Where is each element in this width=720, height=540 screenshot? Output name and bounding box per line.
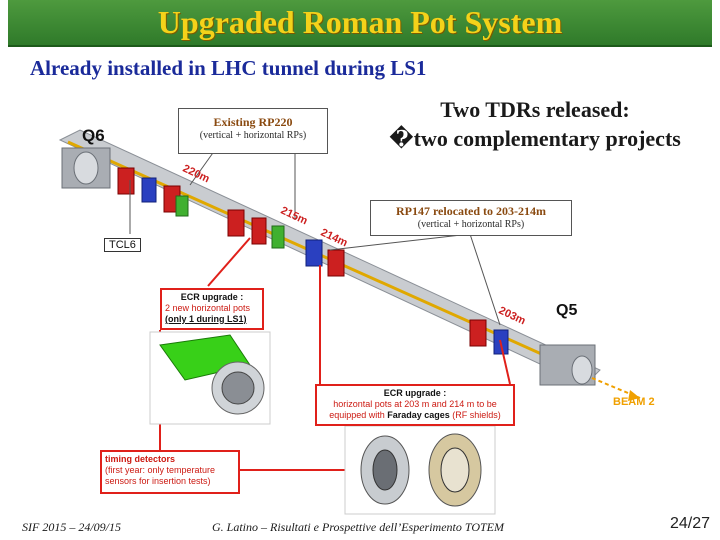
ecr1-title: ECR upgrade : xyxy=(180,292,244,302)
tdr-line-1: Two TDRs released: xyxy=(440,97,630,122)
timing-title: timing detectors xyxy=(105,454,176,464)
ecr1-line-2: 2 new horizontal pots xyxy=(165,302,251,313)
rp147-note: (vertical + horizontal RPs) xyxy=(417,219,525,230)
rp-model-image xyxy=(149,331,271,425)
rp147-label-box: RP147 relocated to 203-214m (vertical + … xyxy=(370,200,572,236)
slide-title: Upgraded Roman Pot System xyxy=(157,4,563,40)
rp-station-215 xyxy=(227,209,285,249)
rp220-label-box: Existing RP220 (vertical + horizontal RP… xyxy=(178,108,328,154)
ecr2-line-3a: equipped with xyxy=(329,409,388,420)
faraday-cage-images xyxy=(344,425,496,515)
ecr2-faraday: Faraday cages xyxy=(387,409,450,420)
ecr-upgrade-callout-1: ECR upgrade : 2 new horizontal pots (onl… xyxy=(160,288,264,330)
tdr-line-2: �two complementary projects xyxy=(389,125,681,151)
q6-magnet xyxy=(61,147,111,189)
rp220-title: Existing RP220 xyxy=(213,115,293,129)
timing-line-2: (first year: only temperature xyxy=(105,464,216,475)
ecr1-line-3: (only 1 during LS1) xyxy=(165,313,247,324)
tdr-announcement: Two TDRs released: �two complementary pr… xyxy=(360,96,710,153)
ecr-upgrade-callout-2: ECR upgrade : horizontal pots at 203 m a… xyxy=(315,384,515,426)
footer-author: G. Latino – Risultati e Prospettive dell… xyxy=(212,520,504,534)
ecr2-line-3: equipped with Faraday cages (RF shields) xyxy=(320,410,510,421)
rp220-note: (vertical + horizontal RPs) xyxy=(199,130,307,141)
page-number: 24/27 xyxy=(669,515,710,532)
timing-line-3: sensors for insertion tests) xyxy=(105,475,211,486)
slide-subtitle: Already installed in LHC tunnel during L… xyxy=(30,56,427,80)
footer-date: SIF 2015 – 24/09/15 xyxy=(22,520,121,534)
ecr2-line-3c: (RF shields) xyxy=(449,409,501,420)
beam2-label: BEAM 2 xyxy=(613,396,655,408)
q5-magnet xyxy=(539,344,596,386)
timing-detectors-callout: timing detectors (first year: only tempe… xyxy=(100,450,240,494)
q6-label: Q6 xyxy=(82,126,105,145)
rp-station-214 xyxy=(305,239,345,277)
title-bar: Upgraded Roman Pot System xyxy=(8,0,712,47)
ecr2-title: ECR upgrade : xyxy=(383,388,447,398)
ecr2-line-2: horizontal pots at 203 m and 214 m to be xyxy=(333,398,497,409)
q5-label: Q5 xyxy=(556,302,578,319)
rp147-title: RP147 relocated to 203-214m xyxy=(395,204,547,218)
tcl6-label: TCL6 xyxy=(104,238,141,252)
